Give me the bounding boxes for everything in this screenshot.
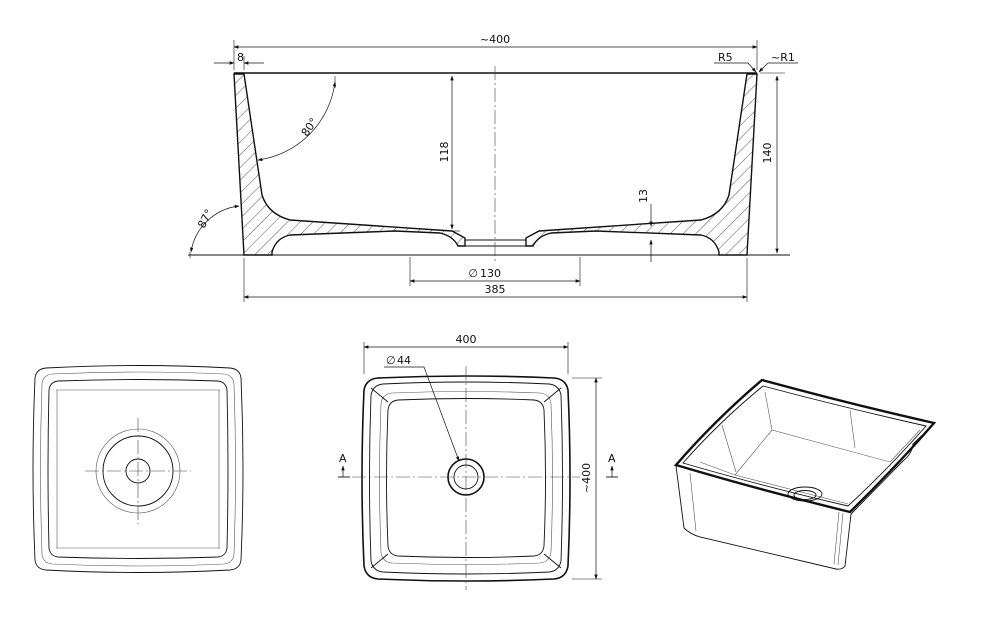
wall-thickness-label: 8 <box>237 51 244 64</box>
overall-width-label: ~400 <box>480 33 510 46</box>
section-marker-left: A <box>339 452 347 465</box>
isometric-view <box>676 380 934 569</box>
base-width-label: 385 <box>485 283 506 296</box>
plan-view: 400 ~400 ∅ 44 A A <box>338 333 618 590</box>
outer-angle-label: 87° <box>195 207 216 230</box>
base-diameter-label: 130 <box>480 267 501 280</box>
drain-diameter-symbol: ∅ <box>386 354 396 367</box>
inner-angle-label: 80° <box>299 115 321 138</box>
plan-depth-label: ~400 <box>580 463 593 493</box>
bottom-thickness-label: 13 <box>637 189 650 203</box>
plan-width-label: 400 <box>456 333 477 346</box>
iso-rim-outer <box>676 380 934 512</box>
drain-diameter-label: 44 <box>397 354 411 367</box>
inner-depth-label: 118 <box>438 142 451 163</box>
bottom-view <box>33 366 243 573</box>
overall-height-label: 140 <box>761 143 774 164</box>
section-right-wall <box>526 74 757 255</box>
base-diameter-symbol: ∅ <box>468 267 478 280</box>
section-view: ~400 8 R5 ~R1 80° 87° 118 140 13 <box>188 33 798 302</box>
section-left-wall <box>234 74 465 255</box>
section-marker-right: A <box>608 452 616 465</box>
top-radius-label: R5 <box>718 51 733 64</box>
edge-radius-label: ~R1 <box>771 51 795 64</box>
iso-drain <box>788 487 822 501</box>
